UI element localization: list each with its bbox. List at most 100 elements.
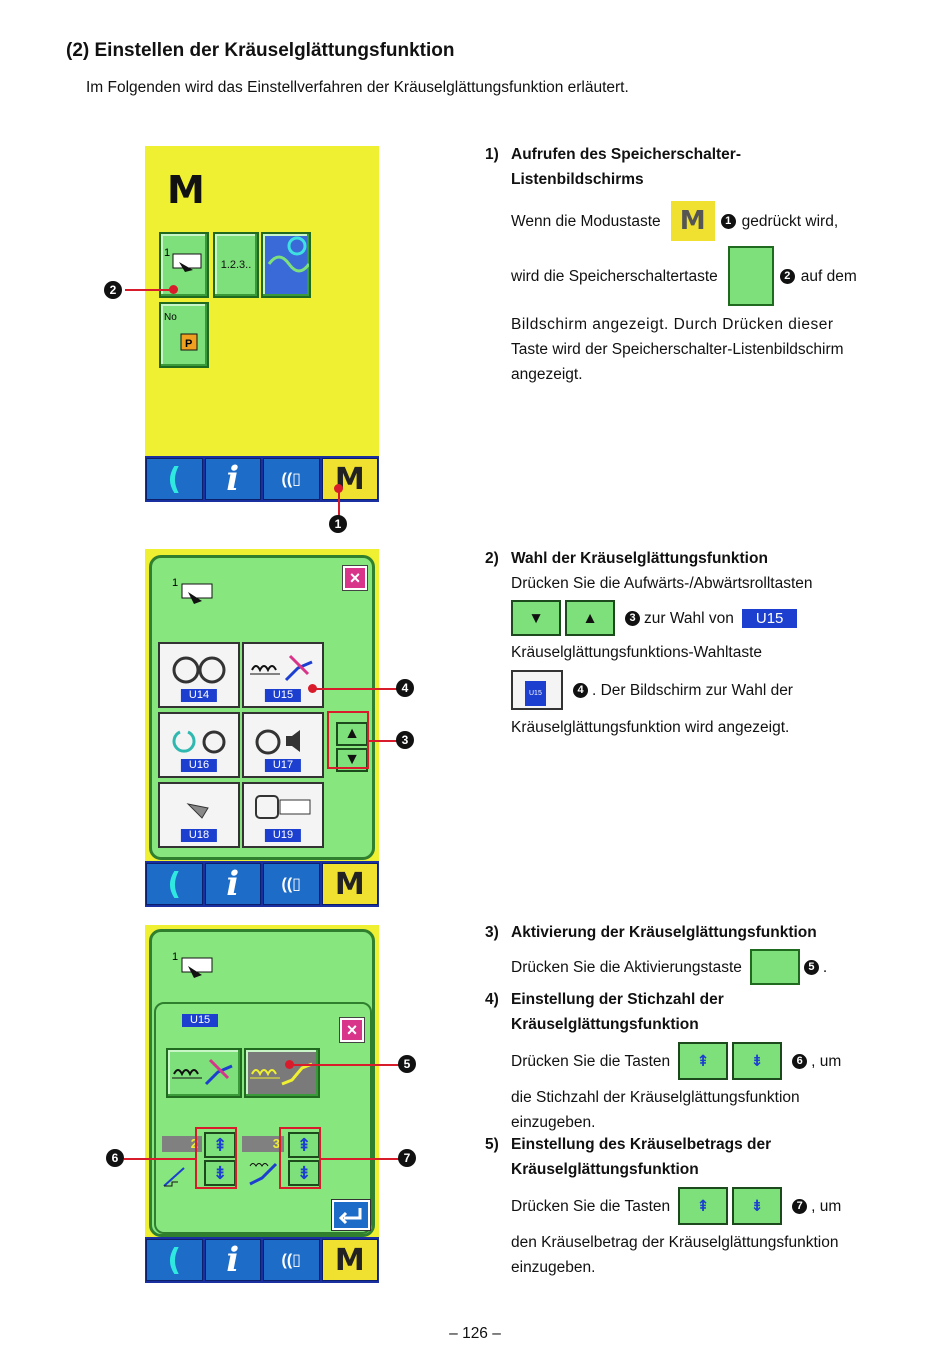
bottom-bar: ( i ((▯ M	[145, 861, 379, 907]
step-2: 2)Wahl der Kräuselglättungsfunktion Drüc…	[485, 546, 875, 740]
memory-switch-button[interactable]: 1	[159, 232, 209, 298]
power-icon[interactable]: (	[146, 458, 203, 500]
smoothing-settings-panel: 1 U15 × 2 ⇞ ⇟ 3 ⇞ ⇟ ( i ((▯	[145, 925, 379, 1283]
switch-u17-button[interactable]: U17	[242, 712, 324, 778]
step-text: einzugeben.	[511, 1114, 596, 1131]
pattern-register-icon	[267, 236, 311, 273]
callout-line-7	[321, 1158, 399, 1160]
settings-window: 1 U15 × 2 ⇞ ⇟ 3 ⇞ ⇟	[149, 929, 375, 1237]
step-line: ▼ ▲ 3 zur Wahl von U15	[485, 600, 875, 636]
callout-dot-5	[285, 1060, 294, 1069]
switch-u16-button[interactable]: U16	[158, 712, 240, 778]
step-5: 5)Einstellung des Kräuselbetrags der Krä…	[485, 1132, 875, 1280]
marker-5: 5	[398, 1055, 416, 1073]
stitch-count-icon	[160, 1162, 202, 1195]
program-lock-icon: No P	[164, 312, 198, 351]
gather-smoothing-off-icon	[172, 1058, 233, 1086]
info-button[interactable]: i	[204, 863, 261, 905]
power-icon[interactable]: (	[146, 1239, 203, 1281]
mode-screen-panel: M 1 1.2.3.. No P ( i ((▯ M	[145, 146, 379, 502]
callout-line-1	[338, 488, 340, 516]
marker-4: 4	[396, 679, 414, 697]
communication-button[interactable]: ((▯	[263, 1239, 320, 1281]
decrease-key: ⇟	[732, 1042, 783, 1080]
memory-switch-icon: 1	[172, 577, 213, 604]
gather-amount-decrease-button[interactable]: ⇟	[288, 1160, 320, 1186]
switch-code: U17	[264, 759, 302, 772]
step-text: zur Wahl von	[644, 609, 734, 627]
gather-amount-field: 3	[242, 1136, 284, 1152]
switch-code: U14	[180, 689, 218, 702]
communication-button[interactable]: ((▯	[263, 458, 320, 500]
callout-dot-2	[169, 285, 178, 294]
step-text: angezeigt.	[511, 366, 583, 383]
window-header: 1	[170, 946, 220, 987]
scroll-up-key: ▲	[565, 600, 615, 636]
svg-text:1: 1	[164, 247, 170, 259]
callout-line-5	[289, 1064, 399, 1066]
step-line: Wenn die Modustaste M 1 gedrückt wird,	[485, 198, 875, 244]
marker-ref: 4	[573, 682, 588, 698]
step-3: 3)Aktivierung der Kräuselglättungsfunkti…	[485, 920, 875, 985]
smoothing-off-button[interactable]	[166, 1048, 242, 1098]
power-thread-icon	[172, 730, 226, 754]
intro-text: Im Folgenden wird das Einstellverfahren …	[86, 79, 629, 96]
step-text: Kräuselglättungsfunktions-Wahltaste	[511, 644, 763, 661]
close-button[interactable]: ×	[343, 566, 367, 590]
switch-u14-button[interactable]: U14	[158, 642, 240, 708]
step-text: auf dem	[800, 267, 857, 285]
power-icon[interactable]: (	[146, 863, 203, 905]
marker-ref: 5	[803, 959, 819, 975]
highlight-scroll-buttons	[327, 711, 369, 769]
step-text: . Der Bildschirm zur Wahl der	[592, 681, 793, 699]
step-text: Taste wird der Speicherschalter-Listenbi…	[511, 341, 844, 358]
highlight-stitch-buttons	[195, 1127, 237, 1189]
enter-button[interactable]	[332, 1200, 370, 1230]
switch-code: U18	[180, 829, 218, 842]
info-button[interactable]: i	[204, 1239, 261, 1281]
function-code-badge: U15	[741, 608, 798, 628]
program-button[interactable]: No P	[159, 302, 209, 368]
svg-text:P: P	[185, 338, 192, 350]
step-number: 3)	[485, 924, 499, 941]
activate-key-icon	[749, 949, 800, 985]
gather-amount-increase-button[interactable]: ⇞	[288, 1132, 320, 1158]
mode-button[interactable]: M	[321, 1239, 378, 1281]
memory-switch-icon: 1	[172, 951, 213, 978]
info-button[interactable]: i	[204, 458, 261, 500]
step-text: Kräuselglättungsfunktion wird angezeigt.	[511, 719, 790, 736]
step-1: 1)Aufrufen des Speicherschalter- Listenb…	[485, 142, 875, 387]
switch-u19-button[interactable]: U19	[242, 782, 324, 848]
switch-u18-button[interactable]: U18	[158, 782, 240, 848]
pattern-register-button[interactable]	[261, 232, 311, 298]
switch-list-window: 1 × U14 U15 U16 U17 U18 U19	[149, 555, 375, 860]
close-button[interactable]: ×	[340, 1018, 364, 1042]
smoothing-activate-button[interactable]	[244, 1048, 320, 1098]
mode-button[interactable]: M	[321, 458, 378, 500]
step-text: Wenn die Modustaste	[511, 212, 661, 230]
buzzer-icon	[255, 729, 300, 755]
bottom-bar: ( i ((▯ M	[145, 1237, 379, 1283]
increase-key: ⇞	[678, 1042, 729, 1080]
scroll-up-button[interactable]: ▲	[336, 722, 368, 746]
svg-text:1: 1	[172, 577, 178, 589]
callout-dot-4	[308, 684, 317, 693]
step-line: Drücken Sie die Aktivierungstaste 5.	[485, 949, 875, 985]
marker-ref: 6	[792, 1053, 808, 1069]
mode-button[interactable]: M	[321, 863, 378, 905]
step-title: Wahl der Kräuselglättungsfunktion	[511, 550, 768, 567]
step-text: gedrückt wird,	[741, 212, 839, 230]
step-line: Drücken Sie die Tasten ⇞ ⇟ 6 , um	[485, 1041, 875, 1081]
marker-3: 3	[396, 731, 414, 749]
stitch-count-increase-button[interactable]: ⇞	[204, 1132, 236, 1158]
callout-line-4	[312, 688, 398, 690]
step-text: die Stichzahl der Kräuselglättungsfunkti…	[511, 1089, 800, 1106]
communication-button[interactable]: ((▯	[263, 863, 320, 905]
step-line: U15 4 . Der Bildschirm zur Wahl der	[485, 670, 875, 710]
counter-button[interactable]: 1.2.3..	[213, 232, 259, 298]
step-title-2: Kräuselglättungsfunktion	[511, 1016, 699, 1033]
callout-line-6	[124, 1158, 195, 1160]
switch-u15-button[interactable]: U15	[242, 642, 324, 708]
marker-ref: 7	[792, 1198, 808, 1214]
gather-amount-icon	[246, 1158, 286, 1193]
